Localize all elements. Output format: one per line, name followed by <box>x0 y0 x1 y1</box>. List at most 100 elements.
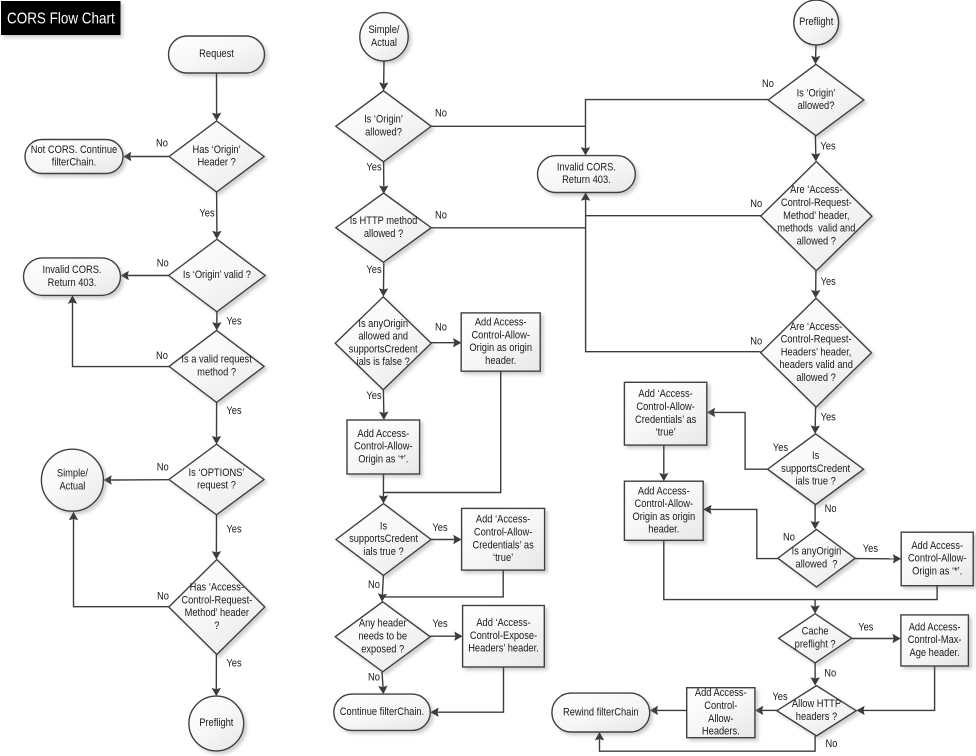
svg-text:header.: header. <box>648 524 679 536</box>
svg-text:Control-Expose-: Control-Expose- <box>470 630 537 642</box>
svg-text:Add Access-: Add Access- <box>911 540 963 552</box>
svg-text:Rewind filterChain: Rewind filterChain <box>563 707 639 719</box>
svg-text:Actual: Actual <box>59 481 85 493</box>
svg-text:No: No <box>156 138 168 150</box>
svg-text:No: No <box>750 198 762 210</box>
svg-text:Yes: Yes <box>863 544 878 556</box>
svg-text:Simple/: Simple/ <box>368 25 399 37</box>
svg-text:Is ‘OPTIONS’: Is ‘OPTIONS’ <box>189 467 245 479</box>
svg-text:No: No <box>824 668 836 680</box>
svg-text:Yes: Yes <box>366 391 381 403</box>
svg-text:Yes: Yes <box>820 141 835 153</box>
svg-text:method ?: method ? <box>197 367 236 379</box>
svg-text:Invalid CORS.: Invalid CORS. <box>42 264 101 276</box>
svg-text:Control-Allow-: Control-Allow- <box>635 499 693 511</box>
svg-text:Are ‘Access-: Are ‘Access- <box>790 185 842 197</box>
svg-text:Add Access-: Add Access- <box>638 486 690 498</box>
svg-text:Simple/: Simple/ <box>57 468 88 480</box>
svg-text:No: No <box>157 258 169 270</box>
svg-text:Has ‘Access-: Has ‘Access- <box>190 582 244 594</box>
svg-text:headers valid and: headers valid and <box>779 360 853 372</box>
svg-text:Has ‘Origin’: Has ‘Origin’ <box>193 144 241 156</box>
svg-text:allowed ?: allowed ? <box>797 236 837 248</box>
svg-text:allowed and: allowed and <box>358 331 408 343</box>
svg-text:ials true ?: ials true ? <box>795 476 836 488</box>
svg-text:No: No <box>157 462 169 474</box>
svg-text:No: No <box>156 351 168 363</box>
svg-text:Credentials’ as: Credentials’ as <box>472 540 533 552</box>
svg-text:Origin as ‘*’.: Origin as ‘*’. <box>912 566 962 578</box>
svg-text:allowed?: allowed? <box>798 101 835 113</box>
svg-text:Yes: Yes <box>226 316 241 328</box>
svg-text:exposed ?: exposed ? <box>361 644 404 656</box>
svg-text:preflight ?: preflight ? <box>795 639 836 651</box>
svg-text:Is anyOrigin: Is anyOrigin <box>792 546 842 558</box>
svg-text:Allow HTTP: Allow HTTP <box>792 698 841 710</box>
svg-text:Yes: Yes <box>366 162 381 174</box>
svg-text:‘true’: ‘true’ <box>493 553 513 565</box>
svg-text:Header ?: Header ? <box>197 157 236 169</box>
svg-text:Yes: Yes <box>226 658 241 670</box>
svg-text:Headers’ header.: Headers’ header. <box>468 643 539 655</box>
svg-text:Add Access-: Add Access- <box>475 317 527 329</box>
svg-text:Yes: Yes <box>199 208 214 220</box>
svg-text:Add Access-: Add Access- <box>909 622 961 634</box>
svg-text:Control-Allow-: Control-Allow- <box>354 441 412 453</box>
svg-text:Headers.: Headers. <box>702 726 740 738</box>
svg-text:Add Access-: Add Access- <box>695 688 747 700</box>
svg-text:headers ?: headers ? <box>796 711 838 723</box>
svg-text:Yes: Yes <box>772 691 787 703</box>
svg-text:Control-Max-: Control-Max- <box>908 635 962 647</box>
svg-text:Add ‘Access-: Add ‘Access- <box>476 514 530 526</box>
svg-text:Return 403.: Return 403. <box>48 277 97 289</box>
svg-text:Control-Allow-: Control-Allow- <box>471 330 529 342</box>
svg-text:CORS Flow Chart: CORS Flow Chart <box>7 11 115 28</box>
svg-text:supportsCredent: supportsCredent <box>349 344 418 356</box>
svg-text:Yes: Yes <box>366 265 381 277</box>
svg-text:No: No <box>783 532 795 544</box>
svg-text:Add ‘Access-: Add ‘Access- <box>638 389 692 401</box>
svg-text:No: No <box>825 503 837 515</box>
svg-text:Invalid CORS.: Invalid CORS. <box>557 162 616 174</box>
svg-text:Control-Allow-: Control-Allow- <box>636 401 694 413</box>
svg-text:needs to be: needs to be <box>358 631 407 643</box>
svg-text:Yes: Yes <box>858 622 873 634</box>
svg-text:No: No <box>750 336 762 348</box>
svg-text:Continue filterChain.: Continue filterChain. <box>340 706 424 718</box>
svg-text:Is: Is <box>812 451 819 463</box>
svg-text:Cache: Cache <box>802 626 829 638</box>
svg-text:Return 403.: Return 403. <box>562 175 611 187</box>
svg-text:Headers’ header,: Headers’ header, <box>781 347 852 359</box>
svg-text:Yes: Yes <box>432 523 447 535</box>
svg-text:Control-Request-: Control-Request- <box>181 595 252 607</box>
svg-text:Is: Is <box>380 521 387 533</box>
svg-text:Is ‘Origin’ valid ?: Is ‘Origin’ valid ? <box>183 270 251 282</box>
svg-text:Origin as origin: Origin as origin <box>632 511 695 523</box>
svg-text:Request: Request <box>199 49 234 61</box>
svg-text:Yes: Yes <box>226 524 241 536</box>
svg-text:supportsCredent: supportsCredent <box>781 463 850 475</box>
svg-text:Yes: Yes <box>226 406 241 418</box>
svg-text:header.: header. <box>485 355 516 367</box>
svg-text:Control-Request-: Control-Request- <box>781 197 852 209</box>
svg-text:No: No <box>368 672 380 684</box>
svg-text:Yes: Yes <box>821 277 836 289</box>
svg-text:methods valid and: methods valid and <box>777 223 855 235</box>
svg-text:Any header: Any header <box>359 618 407 630</box>
svg-text:allowed?: allowed? <box>365 127 402 139</box>
svg-text:ials true ?: ials true ? <box>363 546 404 558</box>
svg-text:Are ‘Access-: Are ‘Access- <box>790 321 842 333</box>
svg-text:request ?: request ? <box>197 480 236 492</box>
svg-text:No: No <box>368 579 380 591</box>
svg-text:Yes: Yes <box>432 619 447 631</box>
svg-text:Yes: Yes <box>773 442 788 454</box>
svg-text:filterChain.: filterChain. <box>52 157 97 169</box>
svg-text:Allow-: Allow- <box>708 713 733 725</box>
svg-text:Control-Allow-: Control-Allow- <box>474 527 532 539</box>
svg-text:No: No <box>826 738 838 750</box>
svg-text:No: No <box>435 322 447 334</box>
svg-text:Is ‘Origin’: Is ‘Origin’ <box>797 88 836 100</box>
svg-text:Add Access-: Add Access- <box>357 428 409 440</box>
svg-text:allowed ?: allowed ? <box>364 228 404 240</box>
svg-text:Age header.: Age header. <box>909 647 959 659</box>
